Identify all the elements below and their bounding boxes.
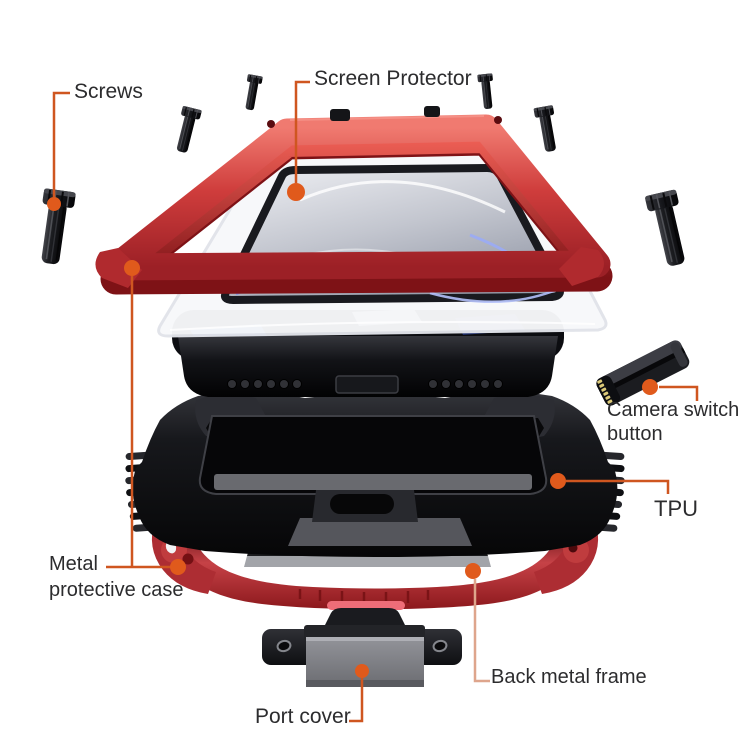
screw (643, 188, 694, 270)
dot-back-metal-frame (465, 563, 481, 579)
screw (241, 73, 264, 112)
dot-tpu (550, 473, 566, 489)
screw (476, 72, 497, 111)
bracket-hole-right (432, 639, 448, 653)
connector-pins (597, 379, 613, 404)
leader-tpu (566, 479, 670, 494)
dot-metal-case-back (170, 559, 186, 575)
kickstand-plate-silver-edge (244, 556, 491, 567)
port-cover-face (306, 637, 424, 687)
back-frame-tick-marks (298, 589, 430, 604)
label-port-cover: Port cover (255, 705, 351, 728)
dot-screws (47, 197, 61, 211)
dot-port-cover (355, 664, 369, 678)
label-screen-protector: Screen Protector (314, 67, 472, 90)
front-metal-frame (95, 106, 613, 295)
port-glow (327, 601, 405, 610)
screw (171, 105, 203, 155)
label-screws: Screws (74, 80, 143, 103)
speaker-holes (227, 379, 503, 389)
tpu-case (125, 388, 625, 557)
back-frame-band (168, 525, 582, 610)
leader-metal-case (106, 276, 178, 569)
leader-port-cover (349, 678, 364, 723)
leader-screws (52, 91, 70, 197)
tpu-port-hole (330, 494, 394, 514)
label-tpu: TPU (654, 496, 698, 521)
dot-screen-protector (287, 183, 305, 201)
frame-corner-post-left (95, 248, 142, 288)
leader-screen-protector (294, 80, 310, 183)
port-cover (262, 608, 462, 687)
frame-screw-socket (267, 120, 275, 128)
camera-switch-button (596, 340, 690, 406)
callout-dots (47, 183, 658, 678)
dot-camera-switch (642, 379, 658, 395)
bracket-hole-left (276, 639, 292, 653)
label-back-metal-frame: Back metal frame (491, 666, 647, 688)
tpu-inner-floor (214, 474, 532, 490)
label-metal-protective-case: Metal protective case (49, 553, 184, 601)
frame-corner-post-right (559, 247, 604, 286)
charging-port (335, 375, 399, 394)
leader-back-metal-frame (473, 579, 490, 683)
frame-top-clip (330, 109, 350, 121)
dot-metal-case-front (124, 260, 140, 276)
screw (532, 104, 562, 154)
label-camera-switch-button: Camera switch button (607, 399, 740, 445)
leader-camera-switch (659, 385, 699, 401)
callout-lines (52, 80, 699, 723)
